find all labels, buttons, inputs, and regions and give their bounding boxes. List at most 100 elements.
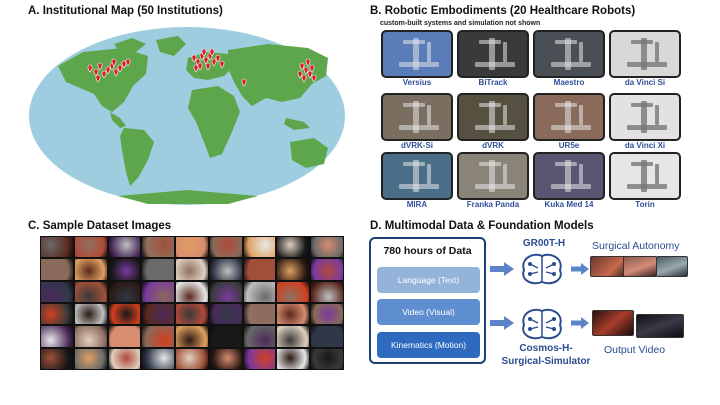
map-pin-icon [215,54,221,63]
autonomy-frame-2 [623,256,657,277]
dataset-image-tile [108,304,141,325]
robot-photo [609,30,681,78]
dataset-image-tile [277,237,310,258]
dataset-image-tile [209,304,242,325]
map-pin-icon [219,60,225,69]
map-pin-icon [301,74,307,83]
robot-name-label: Kuka Med 14 [544,200,594,209]
map-land [58,36,328,204]
dataset-image-tile [108,326,141,347]
dataset-image-tile [142,304,175,325]
robot-name-label: UR5e [558,141,580,150]
dataset-image-tile [277,326,310,347]
map-pin-icon [117,64,123,73]
dataset-image-tile [243,259,276,280]
output-video-frame-1 [592,310,634,336]
panel-b-note: custom-built systems and simulation not … [380,20,541,27]
dataset-image-tile [41,281,73,302]
robot-photo [381,93,453,141]
robot-name-label: dVRK [482,141,504,150]
map-pin-icon [299,62,305,71]
data-hours-title: 780 hours of Data [383,245,472,257]
robot-photo [457,30,529,78]
dataset-image-tile [176,237,208,258]
dataset-image-tile [142,348,175,369]
map-pin-icon [307,70,313,79]
dataset-image-tile [176,281,208,302]
map-pin-icon [113,68,119,77]
output-video-label: Output Video [604,344,666,356]
map-pin-icon [205,62,211,71]
output-surgical-autonomy-label: Surgical Autonomy [592,240,680,252]
sample-dataset-mosaic [40,236,344,370]
arrow-to-autonomy-icon [571,263,589,275]
dataset-image-tile [176,259,208,280]
dataset-image-tile [243,281,276,302]
dataset-image-tile [74,348,107,369]
dataset-image-tile [142,281,175,302]
model-cosmos-label-line2: Surgical-Simulator [501,356,591,367]
dataset-image-tile [311,237,343,258]
robot-photo [609,152,681,200]
robot-card: BiTrack [457,30,529,88]
dataset-image-tile [243,304,276,325]
robot-card: Maestro [533,30,605,88]
map-pin-icon [209,48,215,57]
dataset-image-tile [277,281,310,302]
dataset-image-tile [108,237,141,258]
robot-photo [457,93,529,141]
arrow-to-groot-icon [490,262,514,276]
dataset-image-tile [176,304,208,325]
dataset-image-tile [311,326,343,347]
panel-a-title: A. Institutional Map (50 Institutions) [28,5,223,17]
robot-card: Franka Panda [457,152,529,210]
robot-name-label: Torin [635,200,655,209]
map-pin-icon [101,70,107,79]
robot-card: Kuka Med 14 [533,152,605,210]
dataset-image-tile [209,259,242,280]
dataset-image-tile [311,304,343,325]
robot-name-label: dVRK-Si [401,141,433,150]
robot-card: dVRK [457,93,529,151]
map-pin-icon [241,78,247,87]
robot-card: da Vinci Xi [609,93,681,151]
map-pin-icon [297,70,303,79]
dataset-image-tile [108,281,141,302]
map-pin-icon [211,58,217,67]
robot-name-label: da Vinci Xi [624,141,666,150]
dataset-image-tile [176,326,208,347]
dataset-image-tile [277,304,310,325]
robot-card: dVRK-Si [381,93,453,151]
robot-name-label: da Vinci Si [624,78,666,87]
robot-name-label: Franka Panda [466,200,520,209]
dataset-image-tile [74,326,107,347]
modality-language: Language (Text) [377,267,480,293]
dataset-image-tile [243,348,276,369]
dataset-image-tile [311,348,343,369]
modality-video: Video (Visual) [377,299,480,325]
robot-name-label: Maestro [553,78,585,87]
modality-kinematics: Kinematics (Motion) [377,332,480,358]
robot-card: UR5e [533,93,605,151]
dataset-image-tile [41,348,73,369]
robot-photo [533,93,605,141]
map-pin-icon [309,64,315,73]
robot-card: Versius [381,30,453,88]
robot-photo [381,152,453,200]
institution-pins [87,48,317,87]
robot-card: Torin [609,152,681,210]
arrow-to-video-icon [571,317,589,329]
map-pin-icon [111,58,117,67]
data-summary-box: 780 hours of Data Language (Text) Video … [369,237,486,364]
dataset-image-tile [74,237,107,258]
dataset-image-tile [41,259,73,280]
cosmos-brain-icon [522,308,562,340]
dataset-image-tile [243,237,276,258]
dataset-image-tile [142,237,175,258]
groot-brain-icon [522,253,562,285]
robot-name-label: Versius [402,78,432,87]
autonomy-frame-3 [656,256,688,277]
dataset-image-tile [41,304,73,325]
robot-card: MIRA [381,152,453,210]
map-pin-icon [201,48,207,57]
